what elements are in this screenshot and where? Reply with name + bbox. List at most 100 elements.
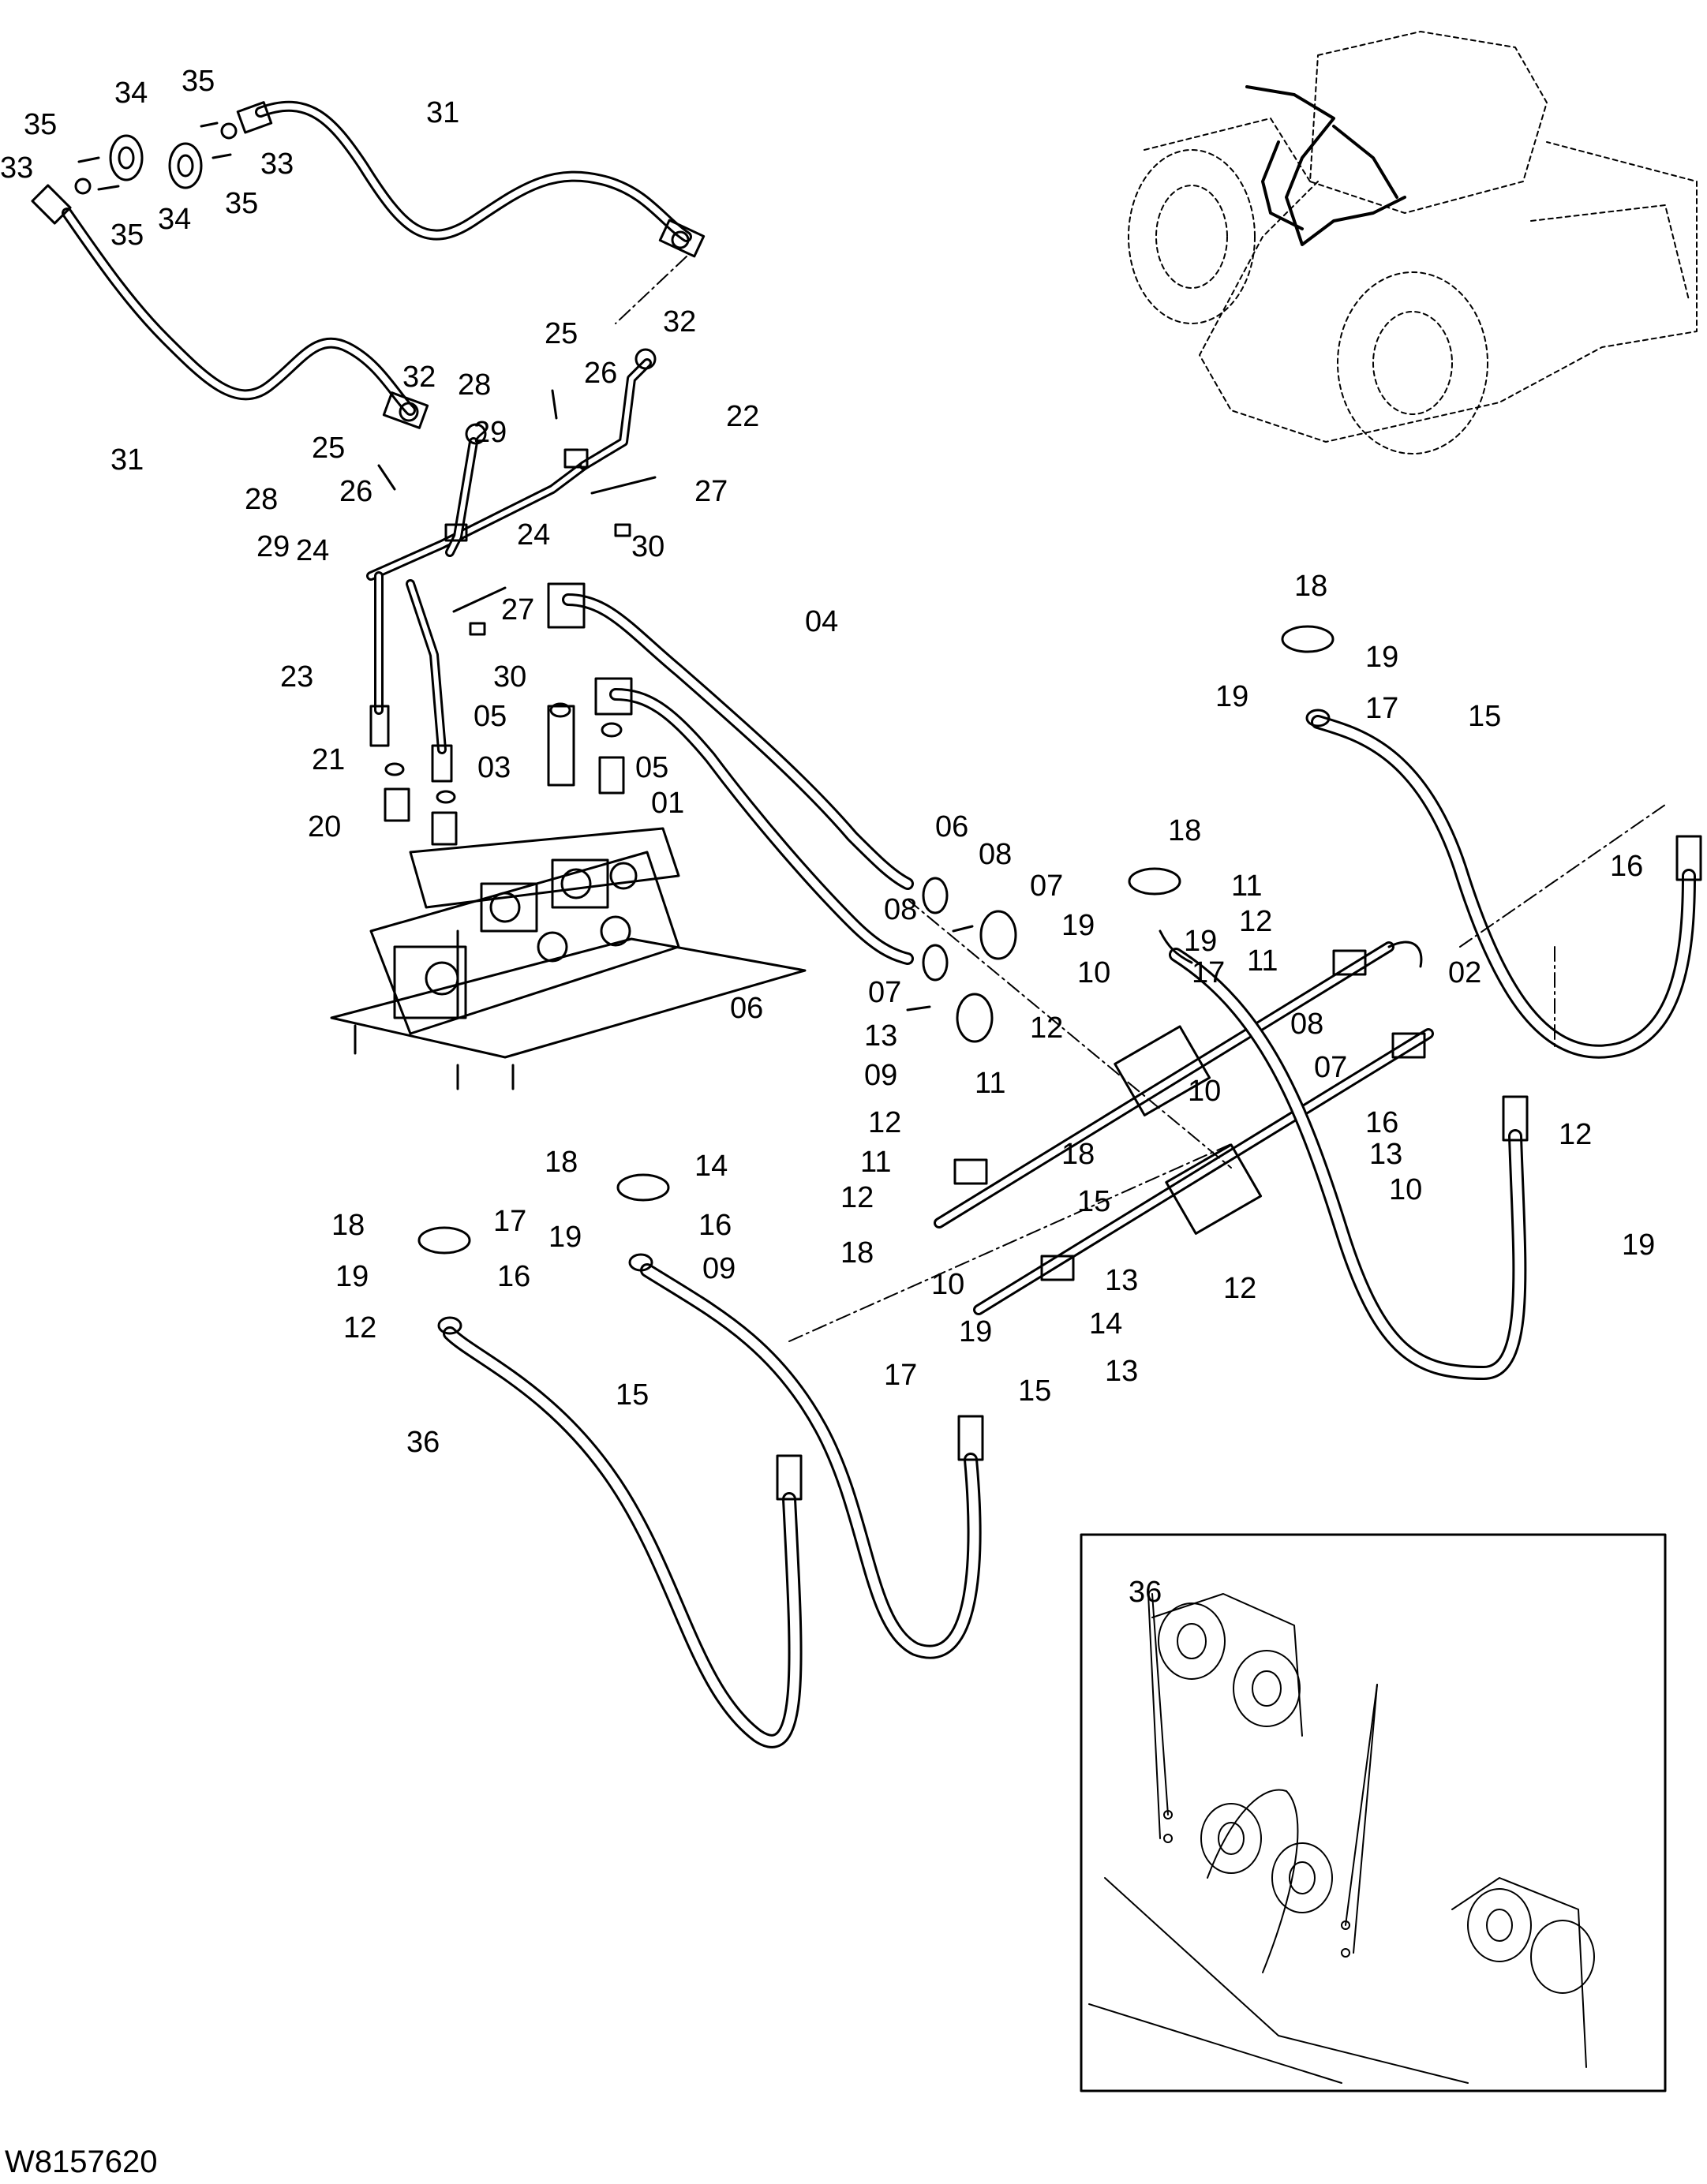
callout: 02 <box>1448 956 1481 989</box>
callout: 19 <box>1215 680 1248 713</box>
callout: 09 <box>864 1059 897 1092</box>
inset-detail <box>1080 1533 1667 2092</box>
callout: 15 <box>1468 700 1501 733</box>
callout-labels: 35 34 35 31 33 33 34 35 35 32 25 32 28 2… <box>0 65 1655 1609</box>
callout: 33 <box>260 148 294 181</box>
callout: 13 <box>864 1019 897 1053</box>
callout: 18 <box>545 1146 578 1179</box>
callout: 35 <box>225 187 258 220</box>
callout: 20 <box>308 810 341 843</box>
callout: 35 <box>182 65 215 98</box>
tube-14-lower <box>973 1028 1434 1315</box>
callout: 07 <box>1030 869 1063 903</box>
callout: 11 <box>1247 944 1278 978</box>
callout: 12 <box>1030 1012 1063 1045</box>
callout: 07 <box>868 976 901 1009</box>
callout: 16 <box>698 1209 732 1242</box>
callout: 06 <box>730 992 763 1025</box>
callout: 22 <box>726 400 759 433</box>
callout: 09 <box>702 1252 736 1285</box>
callout: 03 <box>477 751 511 784</box>
callout: 30 <box>493 660 526 694</box>
drawing-id: W8157620 <box>5 2145 158 2179</box>
flange-07-assembly <box>906 877 1017 1043</box>
callout: 19 <box>1622 1228 1655 1262</box>
callout: 19 <box>1184 925 1217 958</box>
callout: 15 <box>1077 1185 1110 1218</box>
callout: 31 <box>426 96 459 129</box>
callout: 19 <box>959 1315 992 1348</box>
callout: 17 <box>1192 956 1225 989</box>
callout: 32 <box>663 305 696 338</box>
machine-overview <box>1128 31 1698 454</box>
callout: 15 <box>616 1378 649 1412</box>
callout: 12 <box>1559 1118 1592 1151</box>
overview-highlight <box>1245 85 1406 246</box>
leader-lines <box>615 256 1666 1342</box>
callout: 16 <box>497 1260 530 1293</box>
callout: 33 <box>0 151 33 185</box>
callout: 31 <box>110 443 144 477</box>
callout: 14 <box>694 1150 728 1183</box>
callout: 24 <box>517 518 550 552</box>
callout: 19 <box>335 1260 369 1293</box>
callout: 11 <box>975 1067 1005 1100</box>
callout: 17 <box>884 1359 917 1392</box>
callout: 26 <box>584 357 617 390</box>
callout: 24 <box>296 534 329 567</box>
callout: 05 <box>635 751 668 784</box>
tube-22-23-assembly <box>366 348 657 783</box>
callout: 07 <box>1314 1051 1347 1084</box>
callout: 15 <box>1018 1374 1051 1408</box>
callout: 25 <box>312 432 345 465</box>
callout: 11 <box>860 1146 891 1179</box>
callout: 18 <box>1294 570 1327 603</box>
flange-34-assembly <box>74 122 238 195</box>
hose-15-left-b <box>628 1253 984 1659</box>
callout: 18 <box>331 1209 365 1242</box>
callout: 18 <box>1061 1138 1095 1171</box>
callout: 35 <box>24 108 57 141</box>
callout: 10 <box>1077 956 1110 989</box>
callout: 12 <box>1239 905 1272 938</box>
callout: 30 <box>631 530 664 563</box>
callout: 10 <box>931 1268 964 1301</box>
callout: 28 <box>458 368 491 402</box>
hose-15-right-lower <box>1159 929 1529 1380</box>
callout: 12 <box>343 1311 376 1344</box>
callout: 04 <box>805 605 838 638</box>
callout: 13 <box>1105 1355 1138 1388</box>
hose-15-left-a <box>437 1316 803 1748</box>
flange-18-group <box>417 625 1335 1255</box>
callout: 11 <box>1231 869 1262 903</box>
callout: 17 <box>493 1205 526 1238</box>
callout: 28 <box>245 483 278 516</box>
hose-15-right-upper <box>1305 709 1702 1059</box>
callout: 19 <box>548 1221 582 1254</box>
callout: 12 <box>1223 1272 1256 1305</box>
callout: 08 <box>979 838 1012 871</box>
callout: 34 <box>114 77 148 110</box>
callout: 18 <box>840 1236 874 1270</box>
callout: 01 <box>651 787 684 820</box>
callout: 23 <box>280 660 313 694</box>
callout: 13 <box>1369 1138 1402 1171</box>
callout: 06 <box>935 810 968 843</box>
callout: 29 <box>474 416 507 449</box>
callout: 18 <box>1168 814 1201 847</box>
callout: 27 <box>501 593 534 626</box>
callout: 35 <box>110 219 144 252</box>
callout: 25 <box>545 317 578 350</box>
tube-14-upper <box>934 941 1423 1228</box>
callout: 36 <box>406 1426 440 1459</box>
callout: 05 <box>474 700 507 733</box>
callout: 27 <box>694 475 728 508</box>
hose-31-lower <box>31 184 429 429</box>
callout: 10 <box>1389 1173 1422 1206</box>
callout: 19 <box>1061 909 1095 942</box>
callout: 10 <box>1188 1075 1221 1108</box>
callout: 08 <box>1290 1008 1323 1041</box>
callout: 12 <box>868 1106 901 1139</box>
callout: 26 <box>339 475 372 508</box>
